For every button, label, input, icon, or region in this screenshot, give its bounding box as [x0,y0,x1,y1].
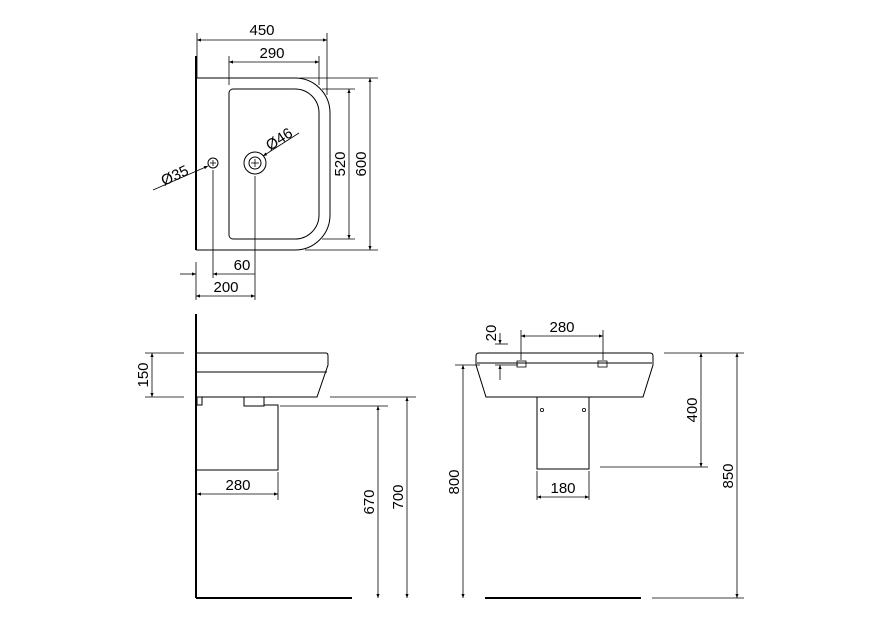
plan-view: 450 290 600 520 Ø46 Ø35 60 200 [152,22,378,300]
front-basin-outline [475,352,654,398]
dim-side-280-label: 280 [225,477,250,494]
dim-450-label: 450 [249,22,274,39]
dim-front-280-label: 280 [549,319,574,336]
front-view: 20 280 180 800 400 850 [446,319,744,599]
dim-670-label: 670 [361,489,378,514]
basin-outline [196,77,331,251]
dim-180-label: 180 [550,480,575,497]
tap-hole [207,157,219,169]
pedestal-hole-left [540,407,545,412]
leader-tap [152,165,209,191]
dim-700-label: 700 [390,484,407,509]
dim-520-label: 520 [332,151,349,176]
pedestal-hole-right [582,407,587,412]
dim-290-label: 290 [259,45,284,62]
front-pedestal [536,396,590,470]
dim-60-label: 60 [234,257,251,274]
dim-waste-hole-label: Ø46 [263,125,296,155]
bowl-outline [228,88,320,240]
front-fixing-right [597,360,608,368]
side-pedestal [197,404,279,471]
leader-waste [262,132,300,157]
side-view: 150 280 670 700 [135,314,416,599]
dim-850-label: 850 [720,463,737,488]
dim-800-label: 800 [446,469,463,494]
front-fixing-left [516,360,527,368]
dim-150-label: 150 [135,362,152,387]
side-bracket [196,396,203,406]
dim-tap-hole-label: Ø35 [159,162,192,189]
dim-200-label: 200 [213,279,238,296]
side-waste [243,396,265,407]
dim-20-label: 20 [483,325,500,342]
waste-hole [243,151,267,175]
dim-600-label: 600 [353,151,370,176]
dim-400-label: 400 [684,397,701,422]
side-basin-outline [197,352,329,398]
